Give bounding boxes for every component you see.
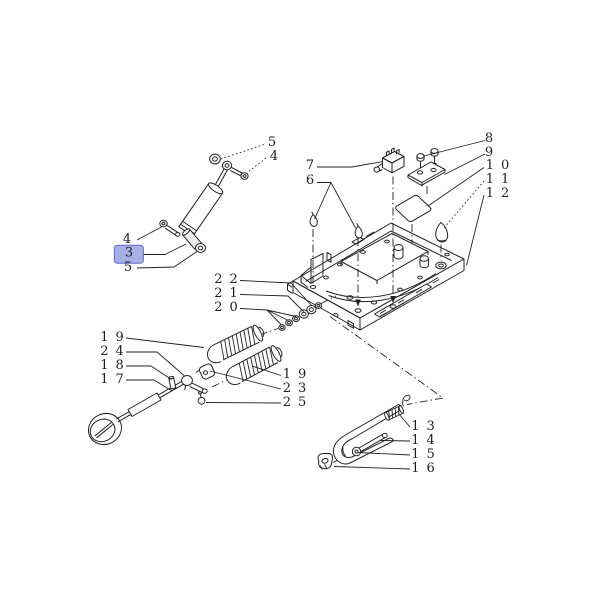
retainer-clip bbox=[317, 452, 334, 470]
adjuster-rod bbox=[87, 363, 216, 446]
part-callout-10[interactable]: 10 bbox=[485, 158, 517, 174]
part-callout-17[interactable]: 17 bbox=[100, 371, 131, 387]
part-callout-19-right[interactable]: 19 bbox=[282, 367, 314, 383]
part-callout-6[interactable]: 6 bbox=[305, 173, 322, 189]
seat-base-plate bbox=[287, 222, 465, 331]
pivot-icon bbox=[181, 375, 193, 386]
release-lever bbox=[332, 404, 403, 465]
part-callout-19-left[interactable]: 19 bbox=[100, 329, 131, 345]
hook-icon bbox=[402, 394, 411, 407]
part-callout-3[interactable]: 3 bbox=[113, 244, 145, 264]
part-callout-22[interactable]: 22 bbox=[214, 272, 245, 288]
part-callout-24[interactable]: 24 bbox=[100, 343, 131, 359]
bushing-icon bbox=[351, 446, 362, 457]
part-callout-14[interactable]: 14 bbox=[411, 432, 442, 448]
part-callout-21[interactable]: 21 bbox=[214, 286, 245, 302]
part-callout-25[interactable]: 25 bbox=[282, 395, 314, 411]
part-callout-15[interactable]: 15 bbox=[411, 446, 442, 462]
part-callout-8[interactable]: 8 bbox=[484, 130, 501, 146]
rubber-pad bbox=[395, 194, 432, 223]
shock-absorber bbox=[159, 153, 249, 253]
lever-spring bbox=[384, 394, 411, 421]
part-callout-18[interactable]: 18 bbox=[100, 357, 131, 373]
part-callout-16[interactable]: 16 bbox=[411, 460, 442, 476]
ball-pin-icon bbox=[197, 396, 206, 405]
connector-block bbox=[373, 147, 405, 174]
part-callout-4-top[interactable]: 4 bbox=[269, 148, 286, 164]
part-callout-11[interactable]: 11 bbox=[485, 171, 517, 187]
part-callout-7[interactable]: 7 bbox=[305, 158, 322, 174]
part-callout-12[interactable]: 12 bbox=[485, 185, 517, 201]
part-callout-23[interactable]: 23 bbox=[282, 381, 314, 397]
part-callout-4-left[interactable]: 4 bbox=[122, 231, 139, 247]
washer-stack bbox=[278, 302, 323, 331]
callout-leader-lines bbox=[125, 140, 486, 470]
part-callout-20[interactable]: 20 bbox=[214, 300, 245, 316]
insert-arrow-icon bbox=[355, 296, 396, 307]
lever-rod bbox=[356, 433, 386, 454]
part-callout-5-top[interactable]: 5 bbox=[267, 134, 284, 150]
assembly-guide-lines bbox=[195, 176, 445, 463]
bolt-icon bbox=[230, 167, 244, 177]
part-callout-9[interactable]: 9 bbox=[484, 144, 501, 160]
part-callout-13[interactable]: 13 bbox=[411, 418, 442, 434]
bracket-plate bbox=[407, 161, 446, 187]
part-callout-5-left[interactable]: 5 bbox=[123, 259, 140, 275]
